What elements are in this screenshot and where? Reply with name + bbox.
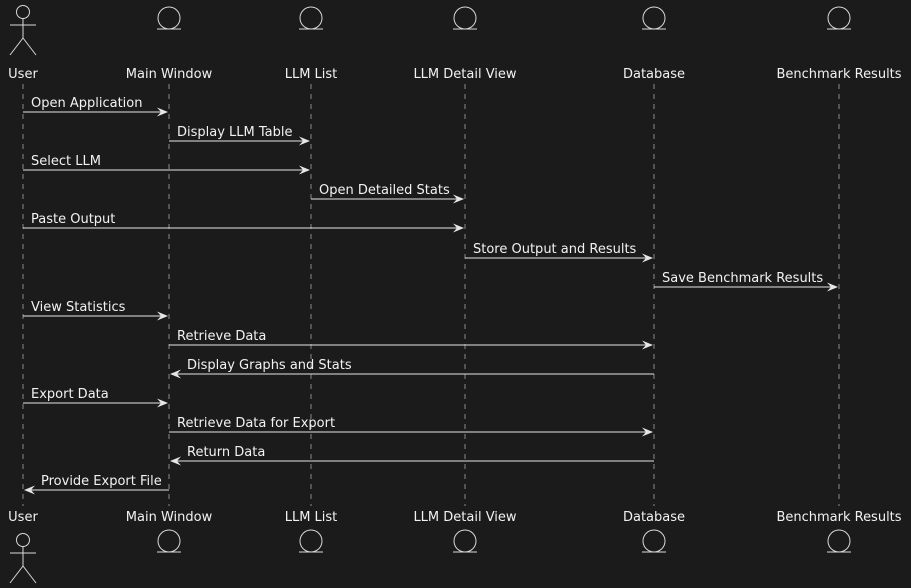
- entity-icon-top-main: [157, 6, 181, 30]
- arrowhead: [642, 340, 653, 350]
- actor-icon-top-user: [9, 5, 37, 56]
- participant-label-bottom-main: Main Window: [126, 510, 213, 525]
- entity-icon-top-bench: [827, 6, 851, 30]
- entity-icon-top-llmlist: [299, 6, 323, 30]
- participant-label-top-detail: LLM Detail View: [413, 67, 516, 82]
- participant-label-bottom-db: Database: [623, 510, 685, 525]
- entity-icon-bottom-llmlist: [299, 529, 323, 553]
- message-label: Open Application: [31, 96, 143, 111]
- message-label: View Statistics: [31, 300, 126, 315]
- arrowhead: [642, 253, 653, 263]
- message-label: Retrieve Data: [177, 329, 266, 344]
- message-label: Store Output and Results: [473, 242, 637, 257]
- entity-icon-bottom-db: [642, 529, 666, 553]
- participant-label-top-user: User: [8, 67, 38, 82]
- arrowhead: [827, 282, 838, 292]
- arrowhead: [453, 223, 464, 233]
- actor-icon-bottom-user: [9, 533, 37, 584]
- participant-label-top-main: Main Window: [126, 67, 213, 82]
- message-label: Select LLM: [31, 154, 101, 169]
- participant-label-top-llmlist: LLM List: [285, 67, 338, 82]
- entity-icon-bottom-detail: [453, 529, 477, 553]
- arrowhead: [157, 311, 168, 321]
- arrowhead: [157, 107, 168, 117]
- participant-label-top-bench: Benchmark Results: [776, 67, 901, 82]
- arrowhead: [170, 456, 181, 466]
- arrowhead: [642, 427, 653, 437]
- message-label: Export Data: [31, 387, 109, 402]
- message-label: Open Detailed Stats: [319, 183, 450, 198]
- participant-label-top-db: Database: [623, 67, 685, 82]
- arrowhead: [157, 398, 168, 408]
- arrowhead: [299, 136, 310, 146]
- entity-icon-top-db: [642, 6, 666, 30]
- participant-label-bottom-bench: Benchmark Results: [776, 510, 901, 525]
- arrowhead: [453, 194, 464, 204]
- participant-label-bottom-detail: LLM Detail View: [413, 510, 516, 525]
- message-label: Provide Export File: [41, 474, 162, 489]
- arrowhead: [170, 369, 181, 379]
- arrowhead: [24, 485, 35, 495]
- participant-label-bottom-llmlist: LLM List: [285, 510, 338, 525]
- message-label: Retrieve Data for Export: [177, 416, 335, 431]
- message-label: Return Data: [187, 445, 265, 460]
- entity-icon-bottom-bench: [827, 529, 851, 553]
- message-label: Save Benchmark Results: [662, 271, 823, 286]
- message-label: Display Graphs and Stats: [187, 358, 352, 373]
- message-label: Paste Output: [31, 212, 115, 227]
- entity-icon-top-detail: [453, 6, 477, 30]
- arrowhead: [299, 165, 310, 175]
- participant-label-bottom-user: User: [8, 510, 38, 525]
- entity-icon-bottom-main: [157, 529, 181, 553]
- message-label: Display LLM Table: [177, 125, 293, 140]
